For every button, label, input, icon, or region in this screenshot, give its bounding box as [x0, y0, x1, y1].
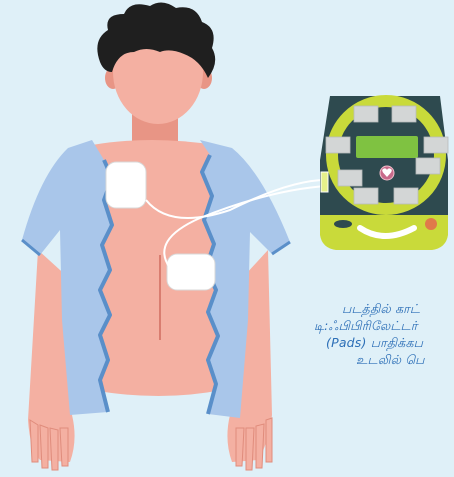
aed-shock-button	[425, 218, 437, 230]
caption-line-4: உடலில் பெ	[356, 352, 425, 368]
electrode-pad-lower	[167, 254, 215, 290]
electrode-pad-upper	[106, 162, 146, 208]
caption-line-3: (Pads) பாதிக்கப	[326, 335, 423, 351]
aed-left-button	[334, 220, 352, 228]
aed-device	[320, 96, 448, 250]
aed-connector	[321, 172, 328, 192]
caption-line-1: படத்தில் காட்	[342, 301, 420, 317]
caption-line-2: டி:ஃபிபிரிலேட்டர்	[314, 318, 417, 334]
aed-screen	[356, 136, 418, 158]
